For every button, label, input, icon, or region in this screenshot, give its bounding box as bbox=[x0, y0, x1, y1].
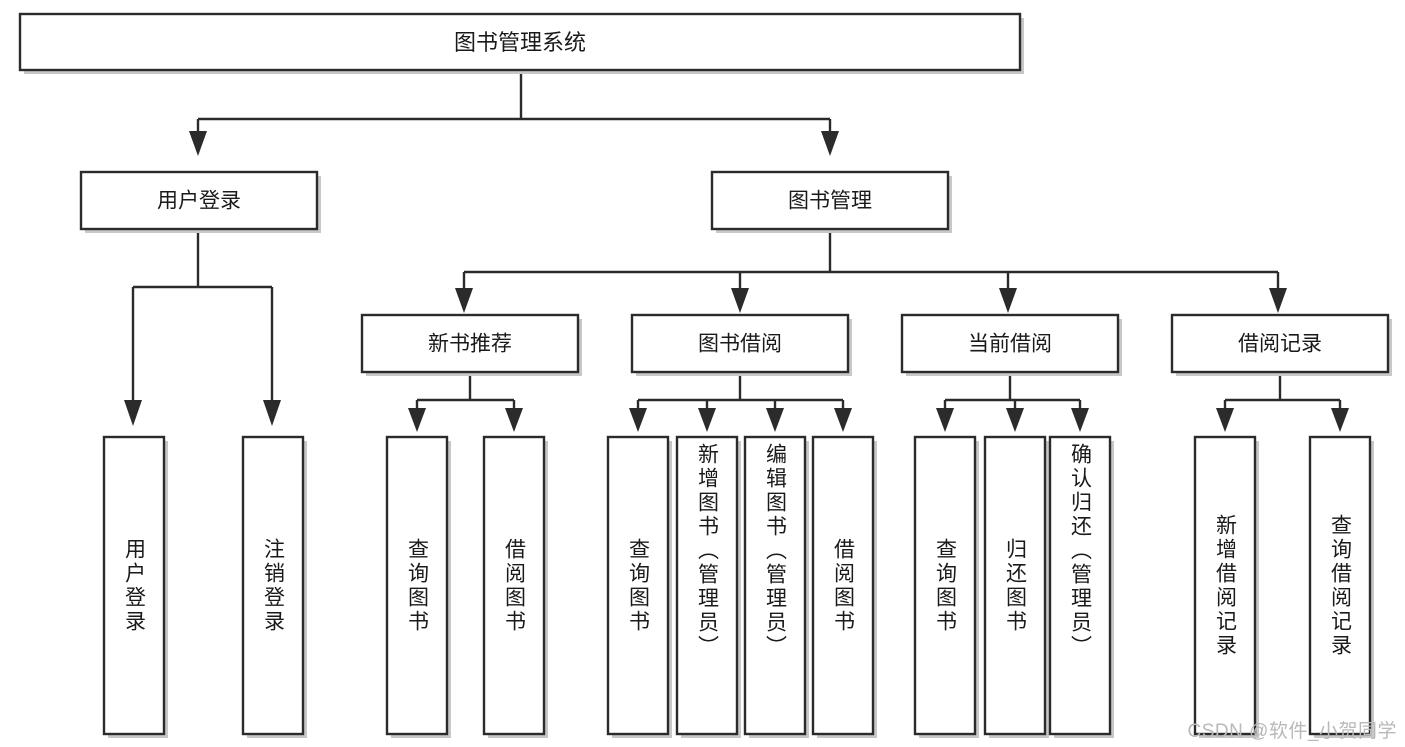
arrow-to-leaf-logout bbox=[263, 400, 281, 426]
node-root-box[interactable] bbox=[18, 12, 1022, 72]
arrow-to-current-borrow bbox=[999, 288, 1017, 313]
leaf-boxes-group bbox=[102, 435, 1374, 738]
arrow-to-leaf-query-book-1 bbox=[408, 408, 426, 432]
node-user-login[interactable]: 用户登录 bbox=[79, 170, 321, 233]
node-user-login-label: 用户登录 bbox=[157, 190, 241, 213]
csdn-watermark: CSDN @软件_小贺同学 bbox=[1187, 721, 1397, 742]
leaf-query-record-box[interactable] bbox=[1308, 435, 1372, 736]
connectors-group bbox=[124, 74, 1349, 432]
arrow-to-new-book-recommend bbox=[455, 288, 473, 313]
leaf-query-book-1-box[interactable] bbox=[385, 435, 449, 736]
arrow-to-leaf-user-login bbox=[124, 400, 142, 426]
node-book-manage-box[interactable] bbox=[710, 170, 950, 231]
node-new-book-recommend-label: 新书推荐 bbox=[428, 333, 512, 356]
arrow-to-leaf-return-book bbox=[1006, 408, 1024, 432]
leaf-return-book-box[interactable] bbox=[983, 435, 1047, 736]
node-new-book-recommend-box[interactable] bbox=[360, 313, 580, 374]
leaf-logout-box[interactable] bbox=[241, 435, 305, 736]
arrow-to-borrow-record bbox=[1269, 288, 1287, 313]
node-book-manage-label: 图书管理 bbox=[788, 190, 872, 213]
arrow-to-leaf-query-record bbox=[1331, 408, 1349, 432]
node-borrow-record-box[interactable] bbox=[1170, 313, 1390, 374]
arrow-to-leaf-add-record bbox=[1216, 408, 1234, 432]
node-current-borrow-label: 当前借阅 bbox=[968, 333, 1052, 356]
node-new-book-recommend[interactable]: 新书推荐 bbox=[360, 313, 582, 376]
node-current-borrow-box[interactable] bbox=[900, 313, 1120, 374]
arrow-to-book-manage bbox=[821, 131, 839, 156]
arrow-to-leaf-edit-book bbox=[766, 408, 784, 432]
leaf-user-login-box[interactable] bbox=[102, 435, 166, 736]
node-book-borrow-label: 图书借阅 bbox=[698, 333, 782, 356]
node-book-borrow-box[interactable] bbox=[630, 313, 850, 374]
arrow-to-leaf-borrow-book-1 bbox=[505, 408, 523, 432]
leaf-add-book-box[interactable] bbox=[675, 435, 739, 736]
leaf-edit-book-box[interactable] bbox=[743, 435, 807, 736]
node-user-login-box[interactable] bbox=[79, 170, 319, 231]
node-book-manage[interactable]: 图书管理 bbox=[710, 170, 952, 233]
arrow-to-book-borrow bbox=[731, 288, 749, 313]
node-borrow-record[interactable]: 借阅记录 bbox=[1170, 313, 1392, 376]
arrow-to-leaf-query-book-2 bbox=[629, 408, 647, 432]
node-book-borrow[interactable]: 图书借阅 bbox=[630, 313, 852, 376]
node-root-label: 图书管理系统 bbox=[454, 30, 586, 55]
leaf-confirm-return-box[interactable] bbox=[1048, 435, 1112, 736]
leaf-borrow-book-2-box[interactable] bbox=[811, 435, 875, 736]
arrow-to-leaf-confirm-return bbox=[1071, 408, 1089, 432]
node-borrow-record-label: 借阅记录 bbox=[1238, 333, 1322, 356]
arrow-to-user-login bbox=[189, 131, 207, 156]
node-current-borrow[interactable]: 当前借阅 bbox=[900, 313, 1122, 376]
node-root-system[interactable]: 图书管理系统 bbox=[18, 12, 1024, 74]
leaf-query-book-2-box[interactable] bbox=[606, 435, 670, 736]
leaf-query-book-3-box[interactable] bbox=[913, 435, 977, 736]
arrow-to-leaf-add-book bbox=[698, 408, 716, 432]
arrow-to-leaf-borrow-book-2 bbox=[834, 408, 852, 432]
arrow-to-leaf-query-book-3 bbox=[936, 408, 954, 432]
leaf-borrow-book-1-box[interactable] bbox=[482, 435, 546, 736]
leaf-add-record-box[interactable] bbox=[1193, 435, 1257, 736]
